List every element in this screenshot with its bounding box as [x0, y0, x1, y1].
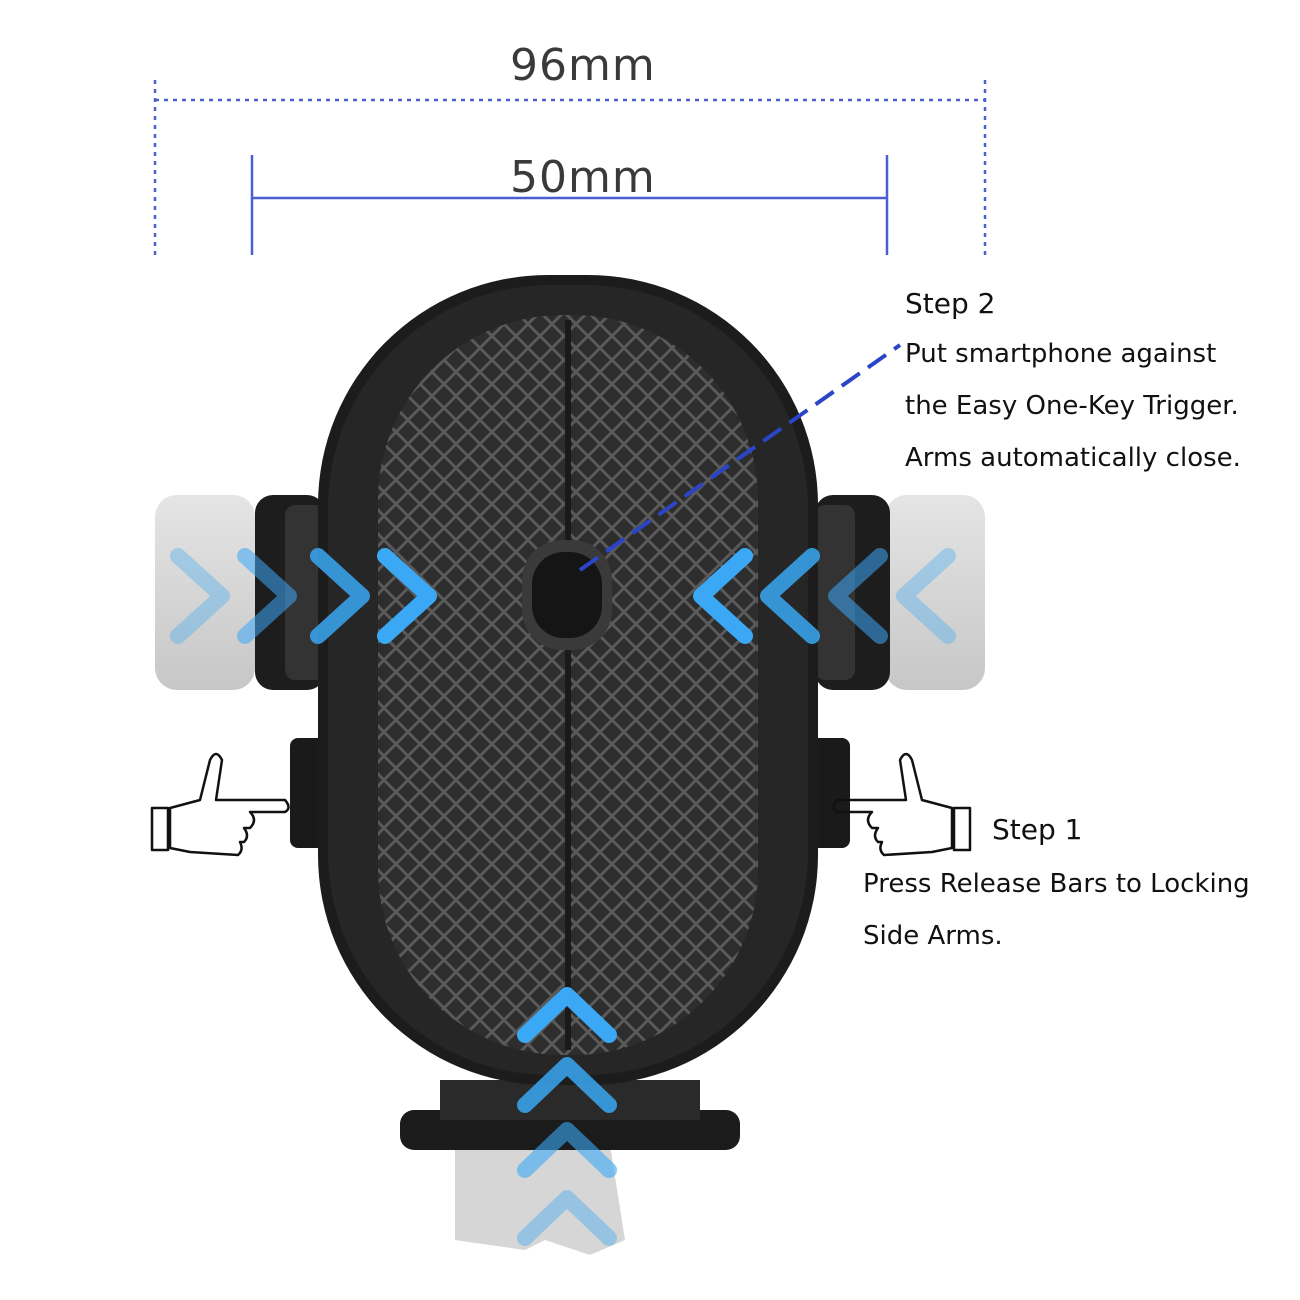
pointing-hand-icon — [832, 752, 972, 857]
dimension-label-outer: 96mm — [510, 40, 656, 91]
step2-pointer-line — [578, 343, 902, 572]
step2-title: Step 2 — [905, 287, 996, 320]
step2-line: Put smartphone against — [905, 339, 1217, 369]
chevron-arrow-icon — [517, 987, 617, 1246]
step2-description: Put smartphone against the Easy One-Key … — [905, 328, 1241, 484]
dimension-label-inner: 50mm — [510, 152, 656, 203]
bottom-support-arm — [400, 1080, 740, 1255]
dimension-50mm — [250, 155, 889, 255]
step2-line: the Easy One-Key Trigger. — [905, 391, 1239, 421]
one-key-trigger-button — [522, 540, 612, 650]
step1-line: Side Arms. — [863, 921, 1003, 951]
right-release-bar — [810, 738, 850, 848]
pointing-hand-icon — [150, 752, 290, 857]
step1-description: Press Release Bars to Locking Side Arms. — [863, 858, 1250, 962]
step2-line: Arms automatically close. — [905, 443, 1241, 473]
left-side-arm — [155, 495, 325, 690]
holder-body — [318, 275, 818, 1085]
right-side-arm — [815, 495, 985, 690]
step1-line: Press Release Bars to Locking — [863, 869, 1250, 899]
chevron-arrow-icon — [693, 548, 956, 644]
chevron-arrow-icon — [170, 548, 437, 644]
step1-title: Step 1 — [992, 813, 1083, 846]
dimension-96mm — [153, 80, 987, 255]
